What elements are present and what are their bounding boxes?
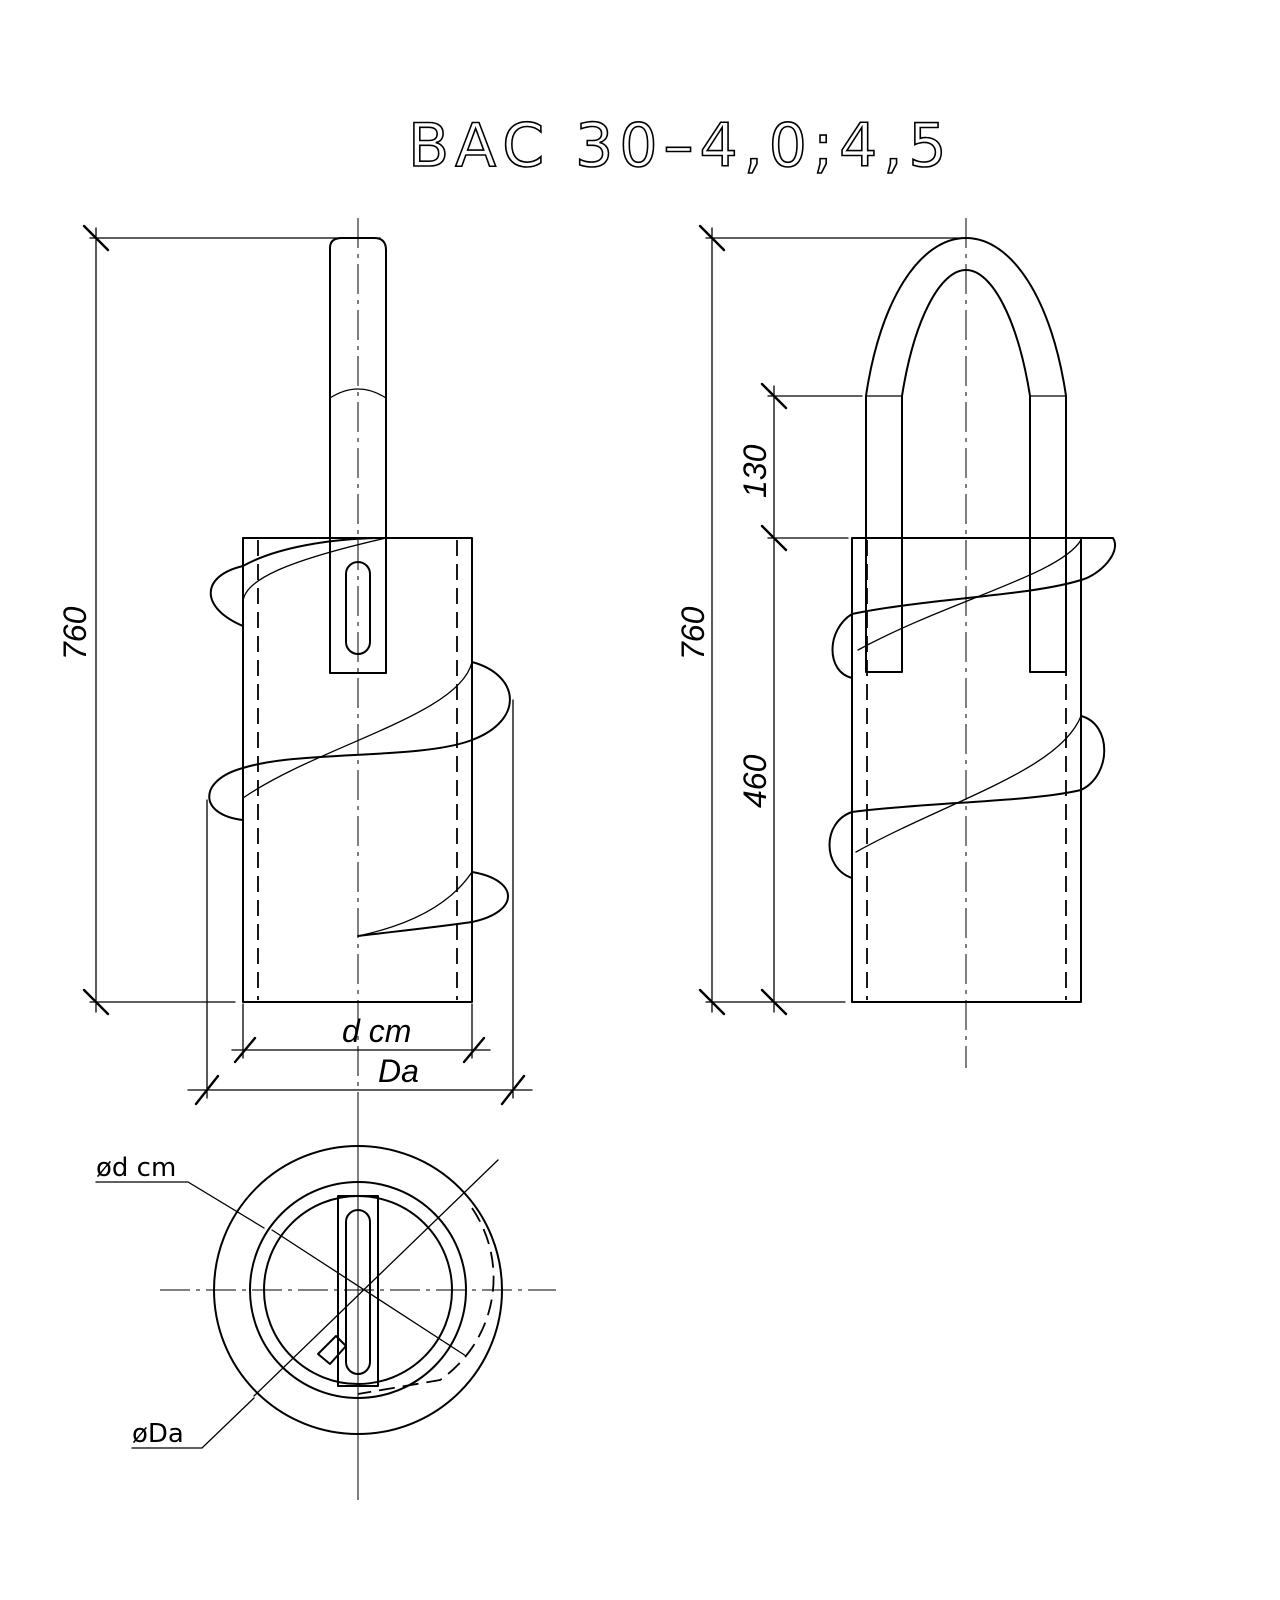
plan-outer-diameter-leader [253, 1159, 499, 1397]
side-height-dimension: 760 [675, 224, 961, 1016]
side-height-label: 760 [675, 606, 711, 660]
plan-handle-plate [337, 1195, 379, 1387]
front-inner-diameter-dimension: Da d cm [231, 1003, 491, 1064]
front-helix-blades [208, 537, 511, 937]
front-height-label: 760 [57, 606, 93, 660]
plan-d-cm-label: ød cm [96, 1153, 176, 1183]
side-pipe-body [851, 537, 1082, 1003]
side-handle-leg-left [865, 395, 903, 673]
front-da-label: Da [378, 1053, 419, 1089]
side-handle-inner-arch [901, 269, 1031, 397]
plan-handle-slot [345, 1209, 371, 1375]
plan-helix-trace [357, 1207, 495, 1395]
front-height-dimension: 760 [57, 224, 381, 1016]
plan-pipe-outer-circle [249, 1181, 467, 1399]
plan-blade-tip [317, 1335, 347, 1365]
plan-view: ød cm øDa [95, 1112, 556, 1500]
front-handle-bend-line [329, 388, 387, 399]
front-outer-diameter-dimension: Da [187, 699, 533, 1106]
plan-outer-circle [213, 1145, 503, 1435]
plan-da-leader [131, 1397, 255, 1449]
plan-inner-diameter-leader [271, 1229, 467, 1357]
side-view: 760 130 460 [675, 218, 1116, 1068]
front-handle-slot [345, 561, 371, 655]
front-d-cm-label: d cm [342, 1013, 411, 1049]
side-partial-dimensions: 130 460 [737, 382, 863, 1016]
drawing-title: ВАС 30–4,0;4,5 [408, 111, 953, 181]
side-handle-outer-arch [865, 237, 1067, 397]
side-lower-height-label: 460 [737, 754, 773, 808]
side-handle-height-label: 130 [737, 444, 773, 498]
front-view: 760 Da d cm Da [57, 218, 533, 1490]
plan-d-cm-leader [95, 1181, 265, 1229]
plan-da-label: øDa [132, 1419, 184, 1449]
side-handle-leg-right [1029, 395, 1067, 673]
side-helix-blades [828, 537, 1116, 879]
